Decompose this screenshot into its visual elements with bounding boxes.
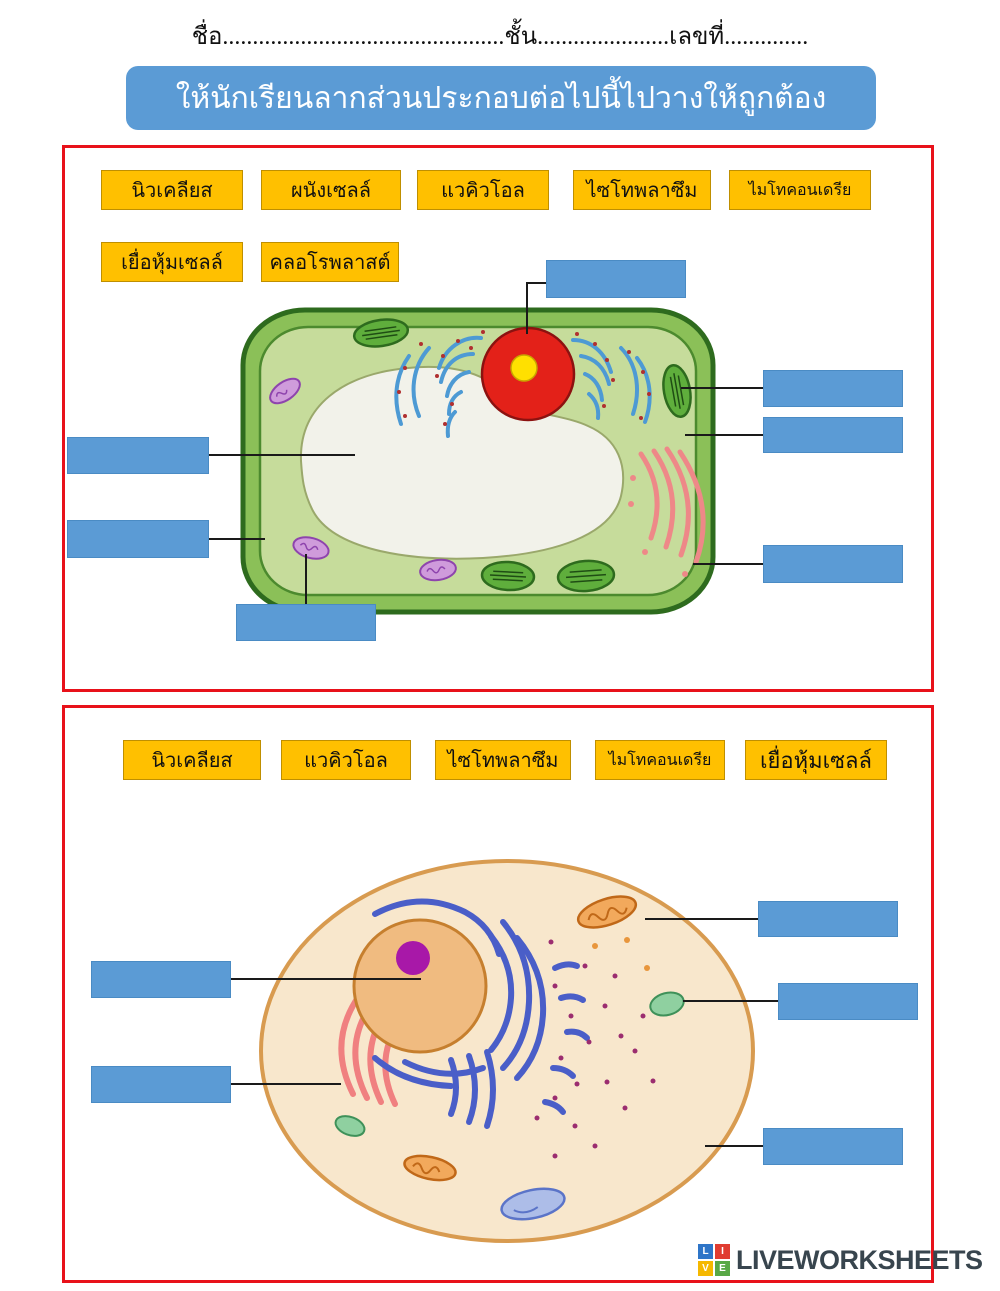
- word-chip[interactable]: นิวเคลียส: [123, 740, 261, 780]
- vesicle: [649, 991, 685, 1017]
- connector-line: [645, 918, 758, 920]
- drop-slot[interactable]: [67, 520, 209, 558]
- vesicle: [334, 1115, 366, 1137]
- drop-slot[interactable]: [546, 260, 686, 298]
- brand-text: LIVEWORKSHEETS: [736, 1244, 983, 1275]
- connector-line: [305, 554, 307, 604]
- drop-slot[interactable]: [763, 545, 903, 583]
- animal-cell-panel: นิวเคลียส แวคิวโอล ไซโทพลาซึม ไมโทคอนเดร…: [62, 705, 934, 1283]
- plant-cell-panel: นิวเคลียส ผนังเซลล์ แวคิวโอล ไซโทพลาซึม …: [62, 145, 934, 692]
- endoplasmic-reticulum: [394, 335, 652, 438]
- instruction-banner: ให้นักเรียนลากส่วนประกอบต่อไปนี้ไปวางให้…: [126, 66, 876, 130]
- drop-slot[interactable]: [763, 1128, 903, 1165]
- connector-line: [231, 978, 421, 980]
- mitochondrion: [292, 536, 330, 560]
- mitochondrion: [576, 895, 638, 929]
- word-chip[interactable]: ไซโทพลาซึม: [435, 740, 571, 780]
- drop-slot[interactable]: [91, 961, 231, 998]
- drop-slot[interactable]: [778, 983, 918, 1020]
- plant-cell-illustration: [240, 307, 716, 615]
- ribosome-dots: [397, 330, 651, 426]
- connector-line: [526, 282, 528, 334]
- nucleolus: [396, 941, 430, 975]
- drop-slot[interactable]: [67, 437, 209, 474]
- drop-slot[interactable]: [236, 604, 376, 641]
- word-chip[interactable]: ผนังเซลล์: [261, 170, 401, 210]
- instruction-text: ให้นักเรียนลากส่วนประกอบต่อไปนี้ไปวางให้…: [175, 81, 827, 115]
- word-chip[interactable]: แวคิวโอล: [417, 170, 549, 210]
- chloroplast: [480, 560, 536, 592]
- drop-slot[interactable]: [91, 1066, 231, 1103]
- mitochondrion: [403, 1154, 457, 1182]
- golgi-apparatus: [638, 446, 706, 565]
- word-chip[interactable]: แวคิวโอล: [281, 740, 411, 780]
- word-chip[interactable]: คลอโรพลาสต์: [261, 242, 399, 282]
- chloroplast: [352, 318, 410, 348]
- logo-square: L: [698, 1244, 713, 1259]
- connector-line: [209, 454, 355, 456]
- nucleolus: [510, 354, 538, 382]
- connector-line: [705, 1145, 763, 1147]
- drop-slot[interactable]: [758, 901, 898, 937]
- drop-slot[interactable]: [763, 417, 903, 453]
- cytoplasm-dots: [534, 939, 656, 1159]
- connector-line: [683, 1000, 778, 1002]
- word-chip[interactable]: เยื่อหุ้มเซลล์: [101, 242, 243, 282]
- connector-line: [685, 434, 763, 436]
- connector-line: [681, 387, 763, 389]
- animal-cell-illustration: [259, 859, 755, 1243]
- connector-line: [693, 563, 763, 565]
- word-chip[interactable]: ไมโทคอนเดรีย: [729, 170, 871, 210]
- vesicle-dots: [592, 937, 650, 971]
- word-chip[interactable]: นิวเคลียส: [101, 170, 243, 210]
- drop-slot[interactable]: [763, 370, 903, 407]
- logo-square: I: [715, 1244, 730, 1259]
- mitochondrion: [419, 558, 457, 582]
- lysosome: [500, 1187, 566, 1221]
- word-chip[interactable]: ไมโทคอนเดรีย: [595, 740, 725, 780]
- golgi-vesicles: [628, 475, 688, 577]
- liveworksheets-brand: L I V E LIVEWORKSHEETS: [698, 1244, 983, 1276]
- liveworksheets-logo-icon: L I V E: [698, 1244, 730, 1276]
- student-name-line[interactable]: ชื่อ....................................…: [191, 24, 809, 50]
- nucleus: [352, 918, 488, 1054]
- logo-square: V: [698, 1261, 713, 1276]
- endoplasmic-reticulum: [372, 898, 590, 1129]
- word-chip[interactable]: ไซโทพลาซึม: [573, 170, 711, 210]
- chloroplast: [556, 559, 616, 593]
- connector-line: [209, 538, 265, 540]
- connector-line: [231, 1083, 341, 1085]
- word-chip[interactable]: เยื่อหุ้มเซลล์: [745, 740, 887, 780]
- connector-line: [526, 282, 547, 284]
- logo-square: E: [715, 1261, 730, 1276]
- mitochondrion: [269, 377, 301, 405]
